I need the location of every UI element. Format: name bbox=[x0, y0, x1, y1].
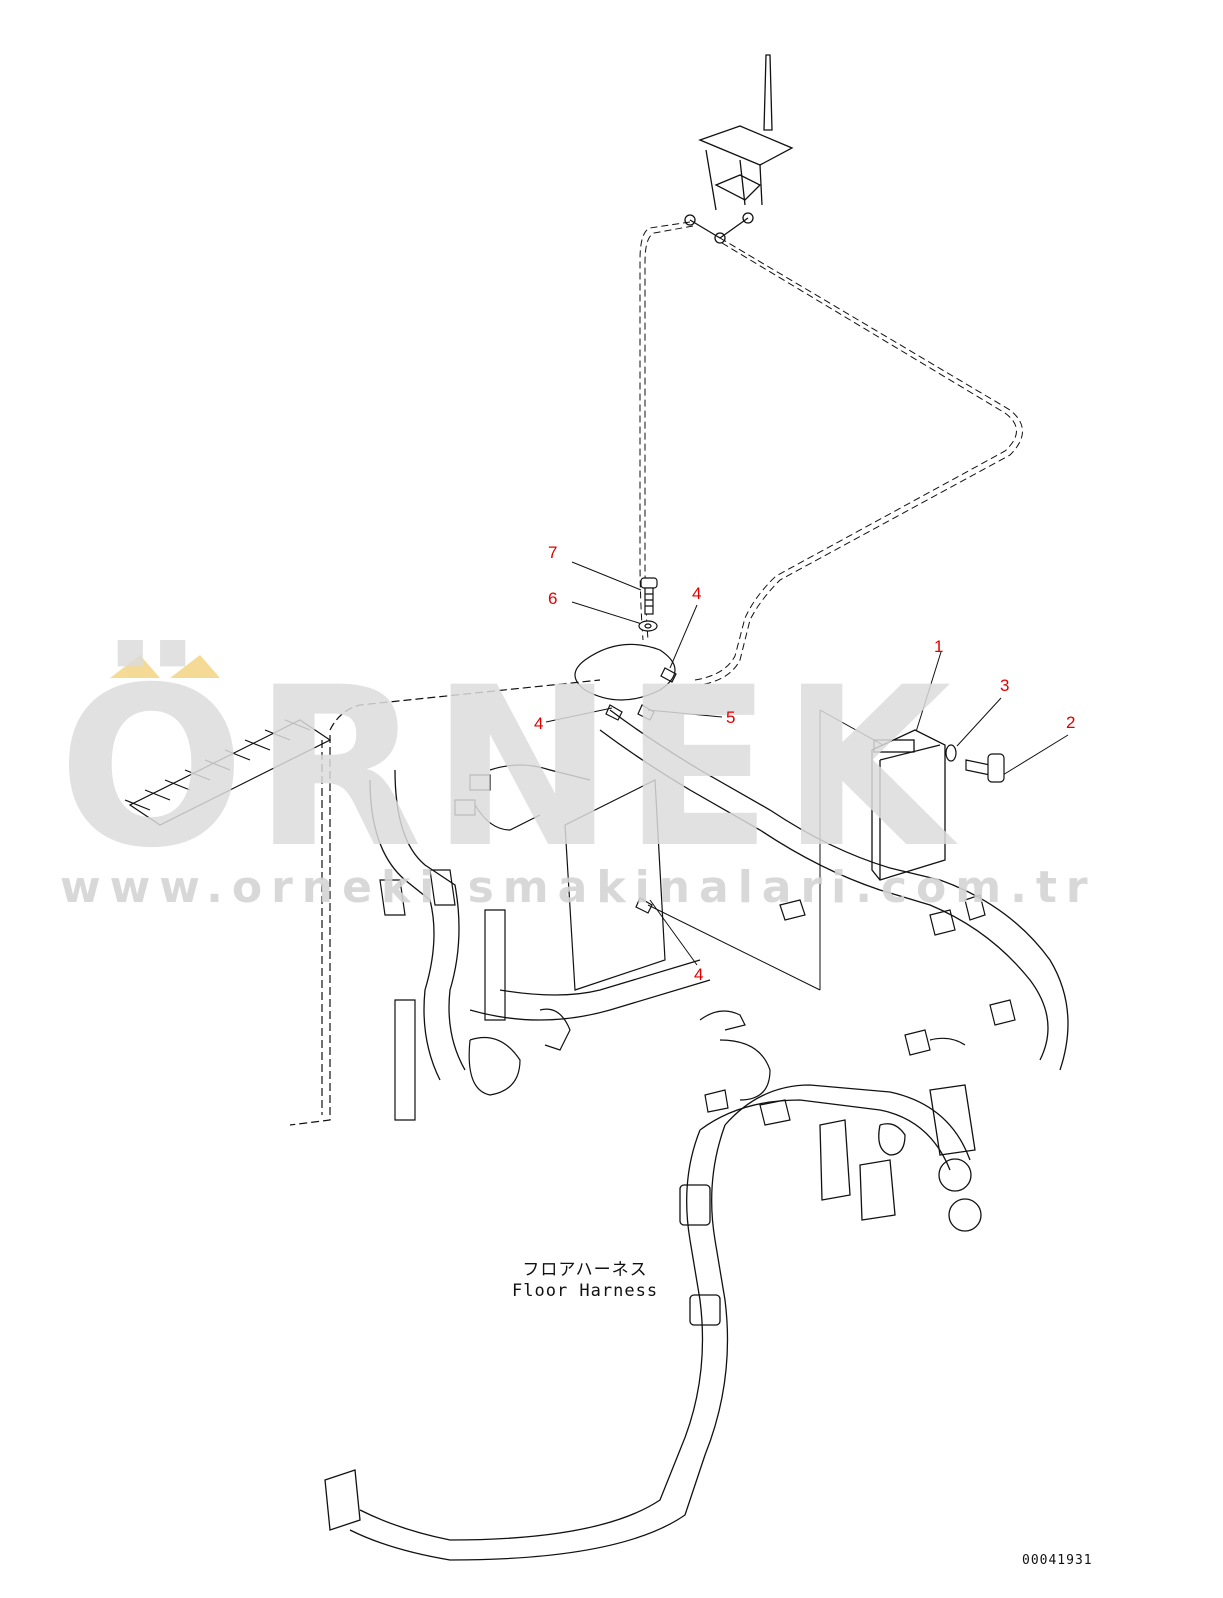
antenna-assembly bbox=[684, 54, 794, 244]
watermark-url: www.orneki smakinalari.com.tr bbox=[60, 862, 1097, 913]
washer-6 bbox=[638, 620, 658, 632]
mounting-plate bbox=[564, 643, 677, 991]
left-connector-rail bbox=[124, 679, 601, 1126]
callout-6: 6 bbox=[548, 589, 558, 608]
controller-box-1 bbox=[871, 729, 946, 881]
callout-4-bottom: 4 bbox=[694, 965, 704, 984]
watermark-brand: ÖRNEK bbox=[58, 640, 960, 896]
floor-harness-label-japanese: フロアハーネス bbox=[522, 1260, 648, 1280]
right-connectors bbox=[704, 894, 1016, 1126]
bolt-7 bbox=[640, 577, 658, 615]
callout-4-top: 4 bbox=[692, 584, 702, 603]
floor-harness-label-english: Floor Harness bbox=[512, 1281, 659, 1301]
callout-5: 5 bbox=[726, 708, 736, 727]
floor-harness bbox=[324, 709, 1069, 1561]
bolt-2 bbox=[965, 753, 1005, 783]
floor-harness-label: フロアハーネス Floor Harness bbox=[512, 1260, 658, 1302]
drawing-number: 00041931 bbox=[1022, 1553, 1093, 1568]
washer-3 bbox=[945, 744, 957, 762]
antenna-cable bbox=[639, 221, 1023, 686]
callout-4-left: 4 bbox=[534, 714, 544, 733]
callout-7: 7 bbox=[548, 543, 558, 562]
watermark-accent bbox=[110, 655, 220, 678]
callout-1: 1 bbox=[934, 637, 944, 656]
callout-2: 2 bbox=[1066, 713, 1076, 732]
left-harness-branches bbox=[379, 764, 771, 1121]
callout-3: 3 bbox=[1000, 676, 1010, 695]
leader-lines bbox=[545, 561, 1069, 991]
